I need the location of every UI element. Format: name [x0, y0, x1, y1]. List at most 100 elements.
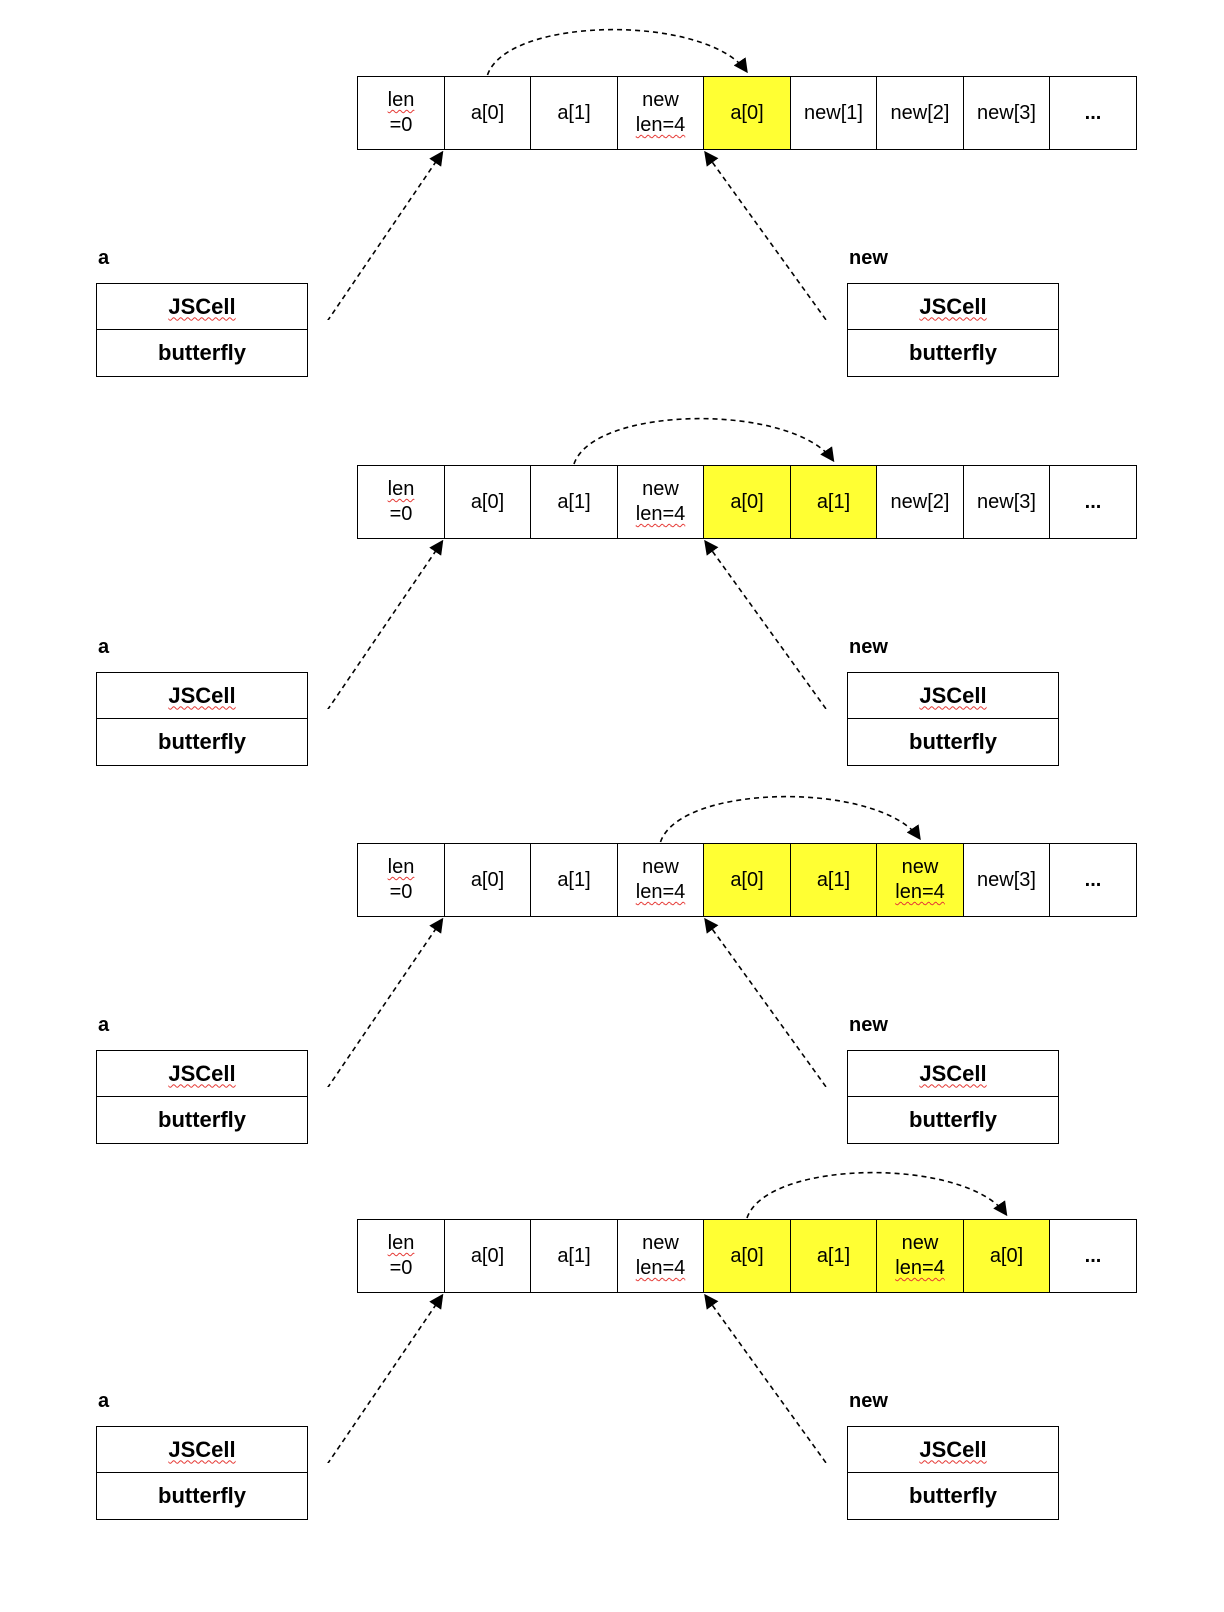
object-a-box: JSCell butterfly [96, 672, 308, 766]
object-new-box: JSCell butterfly [847, 1050, 1059, 1144]
cell-text: a[1] [557, 1244, 591, 1267]
a-butterfly-pointer [327, 1293, 444, 1463]
jscell-text: JSCell [919, 293, 987, 319]
array-cell: len =0 [357, 843, 445, 917]
array-cell: ... [1049, 1219, 1137, 1293]
butterfly-text: butterfly [909, 1107, 997, 1132]
array-cell: new[3] [962, 843, 1051, 917]
array-cell: new[3] [962, 465, 1051, 539]
cell-text: =0 [389, 503, 413, 525]
object-a-label: a [98, 247, 110, 269]
jscell-field: JSCell [848, 673, 1058, 718]
object-new-label: new [849, 1014, 888, 1036]
jscell-field: JSCell [97, 1427, 307, 1472]
cell-text: new [642, 856, 679, 878]
butterfly-field: butterfly [97, 1096, 307, 1143]
butterfly-text: butterfly [158, 1483, 246, 1508]
cell-text: a[0] [470, 1244, 505, 1267]
butterfly-text: butterfly [909, 340, 997, 365]
array-cell: new len=4 [876, 843, 964, 917]
array-cell: len =0 [357, 465, 445, 539]
object-new-label: new [849, 247, 888, 269]
object-a-label: a [98, 636, 110, 658]
jscell-text: JSCell [168, 1060, 236, 1086]
cell-text: len [387, 89, 415, 111]
butterfly-text: butterfly [158, 340, 246, 365]
jscell-field: JSCell [848, 1051, 1058, 1096]
array-cell: a[0] [443, 76, 532, 150]
cell-text: new [901, 856, 939, 878]
array-cell: new len=4 [876, 1219, 964, 1293]
cell-text: a[1] [816, 490, 851, 513]
butterfly-field: butterfly [848, 1472, 1058, 1519]
array-cell: new len=4 [616, 1219, 705, 1293]
cell-text: a[1] [557, 101, 591, 124]
butterfly-field: butterfly [97, 329, 307, 376]
copy-element-arc [486, 28, 748, 76]
object-new-box: JSCell butterfly [847, 283, 1059, 377]
jscell-text: JSCell [919, 1060, 987, 1086]
jscell-field: JSCell [97, 284, 307, 329]
array-cell: a[1] [789, 843, 878, 917]
a-butterfly-pointer [327, 917, 444, 1087]
cell-text: a[0] [730, 868, 764, 891]
pointer-arrows [327, 28, 828, 320]
cell-text: a[0] [989, 1244, 1024, 1267]
cell-text: new [901, 1232, 939, 1254]
cell-text: len [387, 856, 415, 878]
pointer-arrows [327, 417, 835, 709]
new-butterfly-pointer [704, 1293, 828, 1463]
jscell-field: JSCell [97, 673, 307, 718]
object-new-box: JSCell butterfly [847, 672, 1059, 766]
new-butterfly-pointer [704, 150, 828, 320]
object-new-label: new [849, 636, 888, 658]
array-cell: ... [1049, 465, 1137, 539]
jscell-field: JSCell [848, 1427, 1058, 1472]
a-butterfly-pointer [327, 150, 444, 320]
array-cell: a[1] [530, 76, 618, 150]
new-butterfly-pointer [704, 539, 828, 709]
cell-text: len=4 [895, 881, 945, 903]
object-a-box: JSCell butterfly [96, 1426, 308, 1520]
butterfly-text: butterfly [158, 729, 246, 754]
cell-text: len [387, 478, 415, 500]
array-cell: a[0] [703, 76, 791, 150]
array-cell: a[1] [530, 1219, 618, 1293]
array-cell: a[0] [703, 1219, 791, 1293]
cell-text: len=4 [635, 114, 686, 136]
array-cell: len=0 [357, 76, 445, 150]
cell-text: new[3] [977, 868, 1036, 891]
cell-text: a[0] [470, 490, 505, 513]
object-new-label: new [849, 1390, 888, 1412]
butterfly-field: butterfly [848, 1096, 1058, 1143]
cell-text: =0 [389, 881, 413, 903]
cell-text: a[1] [816, 1244, 851, 1267]
a-butterfly-pointer [327, 539, 444, 709]
butterfly-text: butterfly [909, 729, 997, 754]
butterfly-field: butterfly [848, 718, 1058, 765]
copy-element-arc [573, 417, 835, 465]
cell-text: new [642, 478, 679, 500]
cell-text: len=4 [635, 1257, 686, 1279]
cell-text: new [642, 1232, 679, 1254]
array-cell: a[0] [962, 1219, 1051, 1293]
cell-text: len=4 [895, 1257, 945, 1279]
cell-text: new[3] [977, 101, 1036, 124]
cell-text: ... [1084, 101, 1102, 124]
array-cell: a[0] [443, 843, 532, 917]
pointer-arrows [327, 1171, 1008, 1463]
object-a-box: JSCell butterfly [96, 283, 308, 377]
array-cell: a[0] [703, 843, 791, 917]
cell-text: a[0] [730, 1244, 764, 1267]
butterfly-text: butterfly [158, 1107, 246, 1132]
